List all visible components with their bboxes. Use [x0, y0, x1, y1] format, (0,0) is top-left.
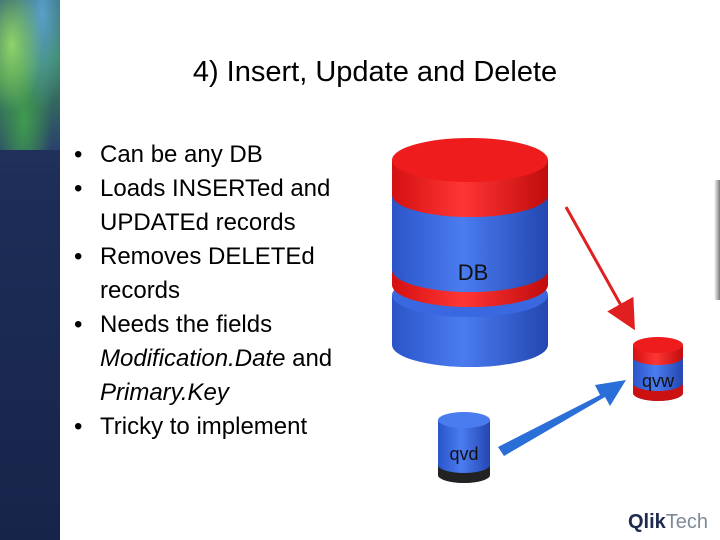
qvw-label: qvw — [642, 371, 675, 391]
bullet-list: Can be any DB Loads INSERTed and UPDATEd… — [72, 138, 372, 444]
bullet-item: Tricky to implement — [72, 410, 372, 444]
bullet-item: Removes DELETEd records — [72, 240, 372, 308]
red-arrow-icon — [566, 207, 632, 325]
qvd-label: qvd — [449, 444, 478, 464]
db-diagram: DB qvw qvd — [370, 125, 715, 505]
db-diagram-svg: DB qvw qvd — [370, 125, 715, 505]
bullet-item: Can be any DB — [72, 138, 372, 172]
blue-arrow-icon — [498, 380, 626, 456]
db-label: DB — [458, 260, 489, 285]
logo-tech: Tech — [666, 511, 708, 533]
bullet-text: Can be any DB — [100, 141, 263, 168]
qliktech-logo: QlikTech — [628, 510, 714, 534]
qvw-cylinder-icon — [633, 337, 683, 401]
field-name: Primary.Key — [100, 379, 229, 406]
header-leaf-image — [0, 0, 60, 150]
bullet-text: and — [285, 345, 332, 372]
bullet-item: Needs the fields Modification.Date and P… — [72, 308, 372, 410]
field-name: Modification.Date — [100, 345, 285, 372]
bullet-text: Needs the fields — [100, 311, 272, 338]
db-cylinder-icon — [392, 138, 548, 367]
slide-title: 4) Insert, Update and Delete — [60, 48, 690, 96]
bullet-text: Loads INSERTed and UPDATEd records — [100, 175, 330, 236]
bullet-text: Removes DELETEd records — [100, 243, 315, 304]
logo-qlik: Qlik — [628, 511, 666, 533]
bullet-item: Loads INSERTed and UPDATEd records — [72, 172, 372, 240]
bullet-text: Tricky to implement — [100, 413, 307, 440]
